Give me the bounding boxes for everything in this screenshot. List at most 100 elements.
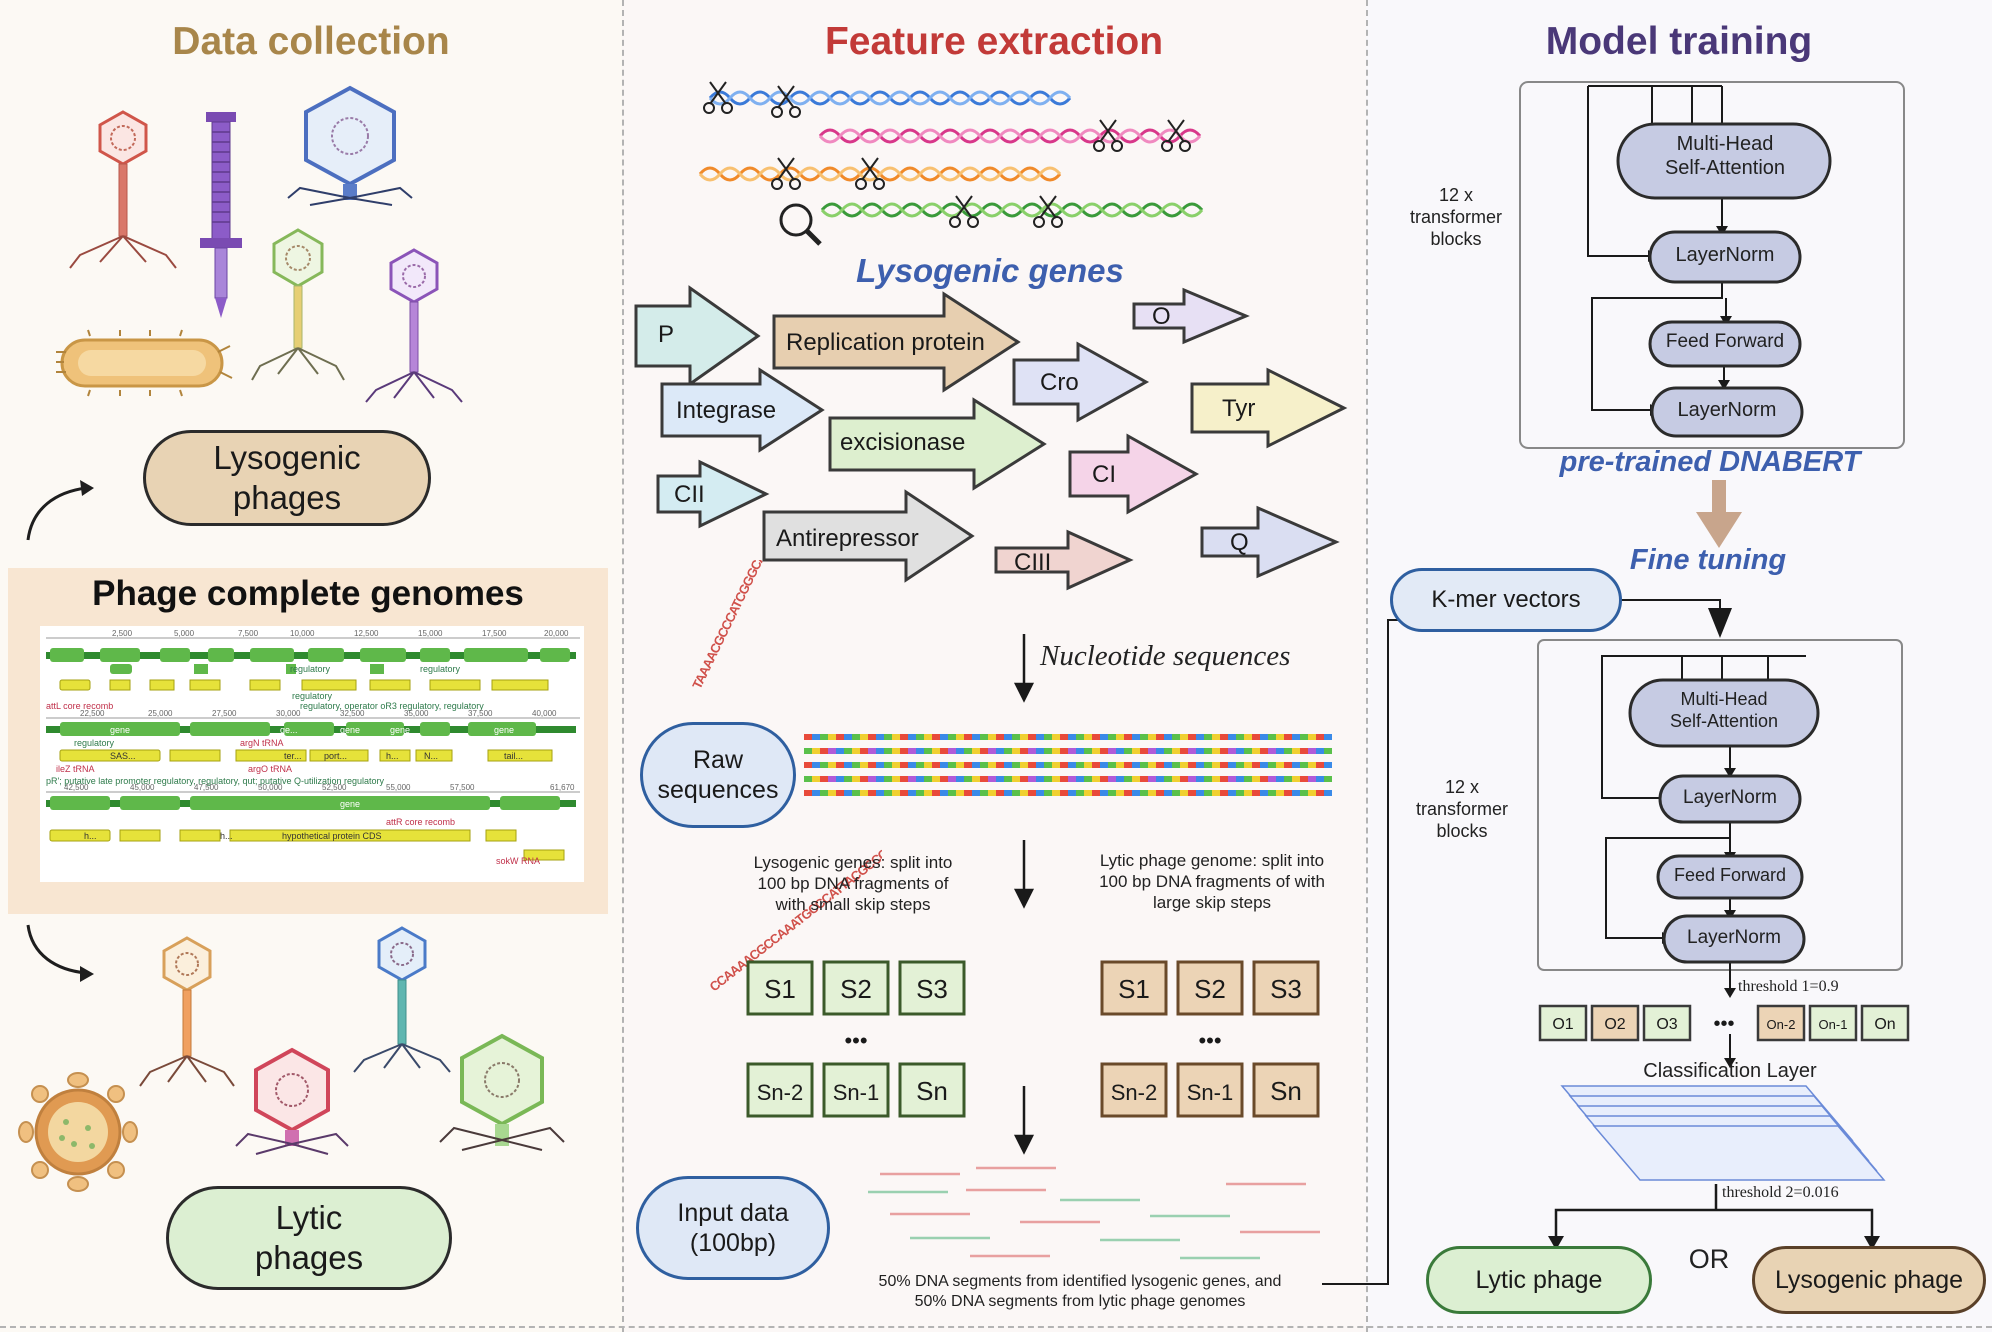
dna-strands	[698, 81, 1204, 246]
genome-feature-label: gene	[390, 725, 410, 735]
sequence-strip	[804, 734, 1332, 740]
genome-feature-label: attR core recomb	[386, 817, 455, 827]
lytic-phage-output: Lytic phage	[1426, 1246, 1652, 1314]
mha-node-2	[1628, 678, 1820, 748]
input-data-pill: Input data (100bp)	[636, 1176, 830, 1280]
gene-arrow-integrase	[660, 367, 825, 453]
output-box	[1860, 1004, 1910, 1042]
model-training-title: Model training	[1545, 20, 1813, 63]
gene-label: Replication protein	[786, 329, 985, 356]
layernorm-node-2	[1650, 386, 1804, 438]
phage-cluster-icon	[18, 1072, 138, 1192]
feedforward-label-1: Feed Forward	[1665, 331, 1785, 352]
genome-feature-label: gene	[340, 725, 360, 735]
lysogenic-phages-pill: Lysogenic phages	[143, 430, 431, 526]
output-box	[1642, 1004, 1692, 1042]
gene-label: Integrase	[676, 397, 776, 424]
genome-feature-label: gene	[340, 799, 360, 809]
output-label: On-1	[1819, 1017, 1848, 1032]
layernorm-node-4	[1662, 914, 1806, 964]
tick-label: 50,000	[258, 783, 283, 792]
fragment-box-lysogenic	[822, 1062, 890, 1118]
genome-feature-label: argO tRNA	[248, 764, 292, 774]
layernorm-label-2: LayerNorm	[1677, 399, 1777, 421]
or-label: OR	[1688, 1244, 1730, 1274]
bacterium-icon	[56, 329, 233, 397]
gene-arrow-replication	[772, 291, 1021, 393]
mid-flow-arrows	[1013, 634, 1035, 1155]
dna-strand-green	[820, 202, 1204, 218]
tick-label: 32,500	[340, 709, 365, 718]
feature-extraction-title: Feature extraction	[824, 20, 1164, 63]
lysogenic-phage-output: Lysogenic phage	[1752, 1246, 1986, 1314]
tick-label: 30,000	[276, 709, 301, 718]
phage-icon-red-large	[235, 1047, 349, 1155]
output-label: O2	[1604, 1016, 1625, 1033]
genome-feature-label: SAS...	[110, 751, 136, 761]
fragment-label: Sn-1	[833, 1080, 879, 1105]
classification-sheet	[1592, 1125, 1886, 1181]
tick-label: 42,500	[64, 783, 89, 792]
gene-label: Cro	[1040, 369, 1079, 396]
divider-left	[622, 0, 624, 1332]
divider-bottom	[0, 1326, 1992, 1328]
gene-arrow-P	[634, 285, 761, 387]
fragment-label: S2	[840, 974, 872, 1004]
lytic-split-note: Lytic phage genome: split into 100 bp DN…	[1099, 851, 1325, 912]
gene-arrow-O	[1132, 287, 1250, 345]
gene-label: P	[658, 321, 674, 348]
gene-label: Tyr	[1222, 395, 1255, 422]
tick-label: 45,000	[130, 783, 155, 792]
fragment-label: Sn-1	[1187, 1080, 1233, 1105]
feedforward-node-1	[1648, 320, 1802, 368]
finetune-arrow	[1696, 512, 1742, 548]
tick-label: 5,000	[174, 629, 195, 638]
genome-feature-label: gene	[110, 725, 130, 735]
layernorm-node-3	[1658, 774, 1802, 824]
input-to-kmer-connector	[1322, 1283, 1368, 1285]
genome-feature-label: h...	[386, 751, 399, 761]
lysogenic-genes-heading: Lysogenic genes	[856, 252, 1124, 289]
genome-row-3: 42,500 45,000 47,500 50,000 52,500 55,00…	[46, 783, 580, 866]
fragment-box-lytic	[1252, 960, 1320, 1016]
blocks-label-1: 12 x transformer blocks	[1409, 185, 1503, 249]
tick-label: 52,500	[322, 783, 347, 792]
scissors-icons	[703, 81, 1191, 228]
gene-arrow-CIII	[994, 529, 1134, 591]
input-data-note: 50% DNA segments from identified lysogen…	[878, 1273, 1282, 1310]
layernorm-label-4: LayerNorm	[1687, 927, 1781, 948]
genome-map: 2,500 5,000 7,500 10,000 12,500 15,000 1…	[40, 626, 584, 882]
raw-sequences-pill: Raw sequences	[640, 722, 796, 828]
lytic-phages-pill: Lytic phages	[166, 1186, 452, 1290]
phage-icon-red	[69, 110, 177, 269]
fragment-label: Sn-2	[1111, 1080, 1157, 1105]
fragment-label: S1	[764, 974, 796, 1004]
genome-feature-label: N...	[424, 751, 438, 761]
genome-feature-label: h...	[220, 831, 233, 841]
phage-icon-green-large	[439, 1033, 565, 1151]
fragment-box-lysogenic	[898, 960, 966, 1016]
genome-feature-label: port...	[324, 751, 347, 761]
gene-arrow-tyr	[1190, 367, 1348, 449]
genome-feature-label: argN tRNA	[240, 738, 284, 748]
fragment-box-lysogenic	[746, 960, 814, 1016]
genome-feature-label: tail...	[504, 751, 523, 761]
phage-icon-purple-tail	[200, 112, 242, 318]
tick-label: 57,500	[450, 783, 475, 792]
pretrained-dnabert-label: pre-trained DNABERT	[1559, 446, 1861, 478]
fragment-box-lysogenic	[822, 960, 890, 1016]
layernorm-label-1: LayerNorm	[1675, 244, 1775, 266]
genome-feature-label: attL core recomb	[46, 701, 113, 711]
tick-label: 25,000	[148, 709, 173, 718]
dna-strand-pink	[818, 128, 1202, 144]
fragment-box-lytic	[1176, 960, 1244, 1016]
fragment-box-lytic	[1100, 1062, 1168, 1118]
genome-feature-label: hypothetical protein CDS	[282, 831, 382, 841]
arrow-to-lytic	[26, 924, 87, 975]
mha-node-1	[1616, 122, 1832, 200]
arrow-to-lysogenic	[26, 486, 87, 541]
genome-feature-label: regulatory	[292, 691, 333, 701]
genome-feature-label: pR'; putative late promoter regulatory, …	[46, 776, 385, 786]
gene-arrow-antirepressor	[762, 489, 975, 583]
fragment-label: Sn	[1270, 1076, 1302, 1106]
